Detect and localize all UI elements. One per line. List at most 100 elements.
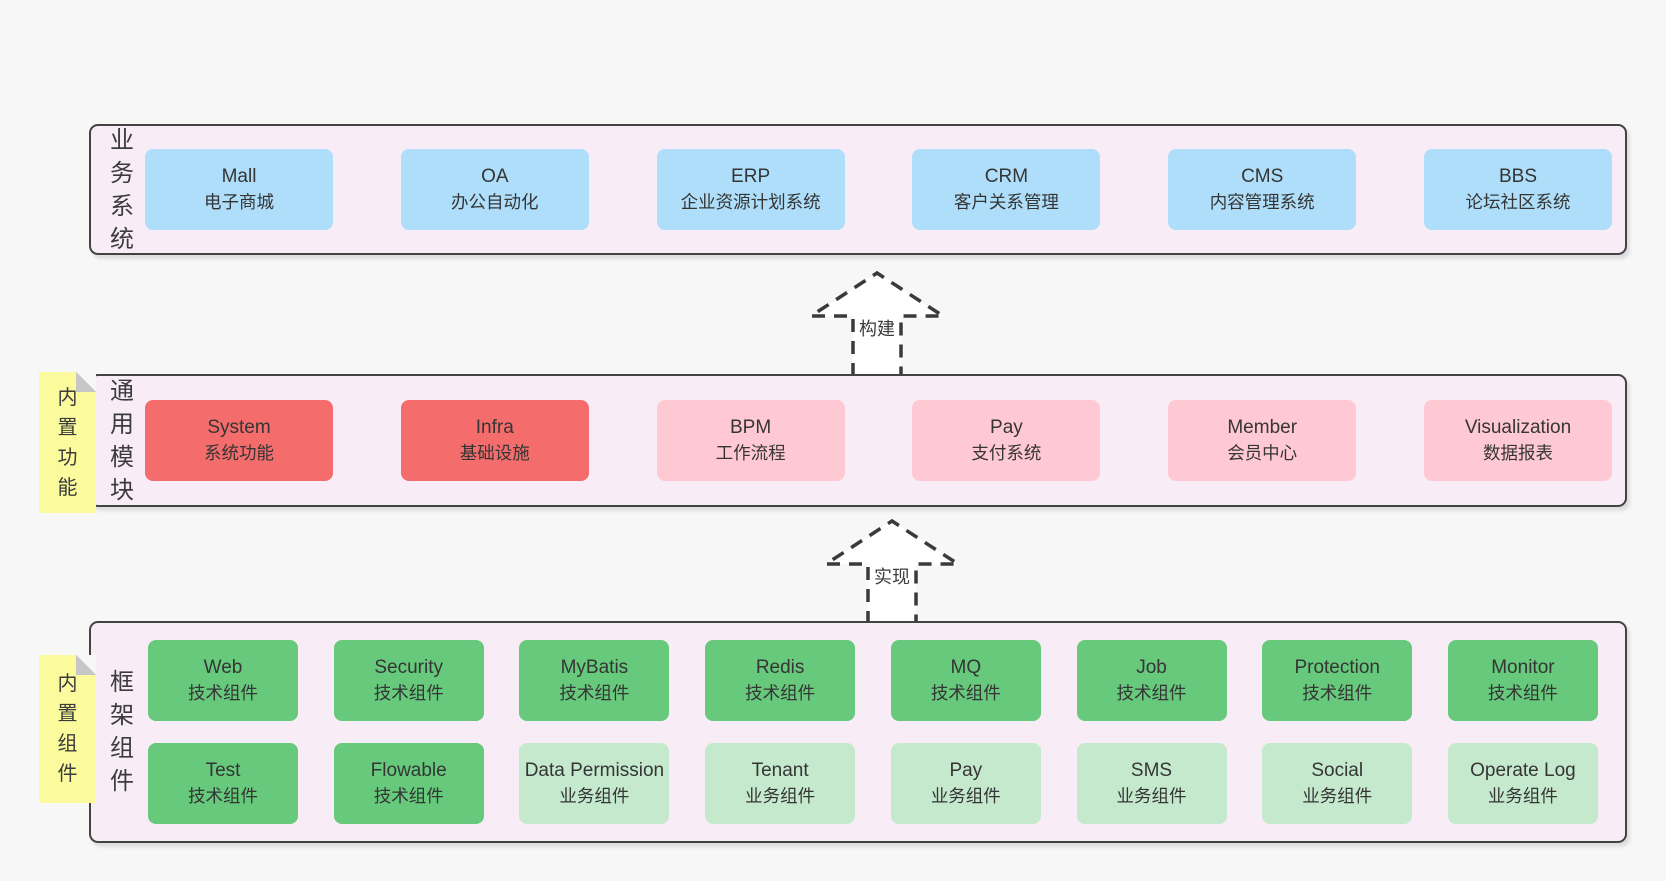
- folded-corner-icon: [76, 655, 96, 675]
- arrow-label: 构建: [856, 314, 898, 342]
- component-subtitle: 支付系统: [971, 443, 1042, 463]
- component-subtitle: 技术组件: [1487, 683, 1558, 703]
- component-title: BPM: [730, 417, 772, 438]
- component-subtitle: 业务组件: [1116, 786, 1187, 806]
- component-subtitle: 技术组件: [373, 786, 444, 806]
- component-title: MyBatis: [560, 657, 629, 678]
- component-title: Pay: [990, 417, 1023, 438]
- component-box-erp: ERP 企业资源计划系统: [656, 149, 845, 230]
- component-subtitle: 业务组件: [1302, 786, 1373, 806]
- component-box-monitor: Monitor 技术组件: [1447, 640, 1598, 721]
- component-subtitle: 技术组件: [1302, 683, 1373, 703]
- arrow-build: 构建: [805, 270, 949, 376]
- band-framework-components: 框架组件 Web 技术组件 Security 技术组件 MyBatis 技术组件 Redis…: [89, 621, 1627, 843]
- component-title: Job: [1136, 657, 1167, 678]
- component-box-tenant: Tenant 业务组件: [705, 743, 856, 824]
- band-label-column: 通用模块: [99, 376, 145, 505]
- component-box-bbs: BBS 论坛社区系统: [1423, 149, 1612, 230]
- band-rows: System 系统功能 Infra 基础设施 BPM 工作流程 Pay 支付系统 Member 会…: [145, 376, 1612, 505]
- component-box-test: Test 技术组件: [148, 743, 298, 824]
- arrow-implement: 实现: [820, 518, 964, 624]
- component-box-security: Security 技术组件: [333, 640, 484, 721]
- component-subtitle: 论坛社区系统: [1465, 192, 1571, 212]
- component-box-job: Job 技术组件: [1076, 640, 1227, 721]
- component-subtitle: 基础设施: [459, 443, 530, 463]
- component-subtitle: 客户关系管理: [953, 192, 1059, 212]
- component-title: System: [207, 417, 271, 438]
- component-title: CMS: [1241, 166, 1284, 187]
- component-title: Monitor: [1491, 657, 1555, 678]
- component-box-mybatis: MyBatis 技术组件: [519, 640, 670, 721]
- component-title: Infra: [475, 417, 514, 438]
- component-subtitle: 技术组件: [373, 683, 444, 703]
- component-subtitle: 企业资源计划系统: [680, 192, 821, 212]
- band-label: 通用模块: [110, 377, 134, 504]
- component-title: Test: [205, 760, 241, 781]
- note-text: 内置组件: [57, 673, 78, 785]
- component-row: System 系统功能 Infra 基础设施 BPM 工作流程 Pay 支付系统 Member 会…: [145, 400, 1612, 481]
- component-box-social: Social 业务组件: [1262, 743, 1413, 824]
- component-subtitle: 数据报表: [1482, 443, 1553, 463]
- component-subtitle: 技术组件: [188, 683, 258, 703]
- component-title: Web: [203, 657, 243, 678]
- component-subtitle: 办公自动化: [451, 192, 539, 212]
- component-box-flowable: Flowable 技术组件: [333, 743, 484, 824]
- component-title: Data Permission: [524, 760, 665, 781]
- arrow-label: 实现: [871, 562, 913, 590]
- component-box-pay: Pay 支付系统: [912, 400, 1101, 481]
- sticky-note-builtin-components: 内置组件: [39, 655, 96, 803]
- component-box-infra: Infra 基础设施: [400, 400, 589, 481]
- component-box-bpm: BPM 工作流程: [656, 400, 845, 481]
- component-title: Visualization: [1464, 417, 1572, 438]
- component-box-oa: OA 办公自动化: [400, 149, 589, 230]
- component-box-web: Web 技术组件: [148, 640, 298, 721]
- component-subtitle: 工作流程: [715, 443, 786, 463]
- component-title: BBS: [1498, 166, 1537, 187]
- component-title: Protection: [1294, 657, 1380, 678]
- component-box-protection: Protection 技术组件: [1262, 640, 1413, 721]
- note-text: 内置功能: [57, 386, 78, 499]
- component-title: Flowable: [370, 760, 447, 781]
- component-subtitle: 业务组件: [559, 786, 630, 806]
- sticky-note-builtin-features: 内置功能: [39, 372, 96, 513]
- component-title: Mall: [221, 166, 257, 187]
- component-box-data-permission: Data Permission 业务组件: [519, 743, 670, 824]
- folded-corner-icon: [76, 372, 96, 392]
- component-box-cms: CMS 内容管理系统: [1168, 149, 1357, 230]
- band-label-column: 业务系统: [99, 126, 145, 253]
- band-common-modules: 通用模块 System 系统功能 Infra 基础设施 BPM 工作流程 Pay 支付系统 Me…: [89, 374, 1627, 507]
- component-title: ERP: [731, 166, 771, 187]
- component-title: Member: [1227, 417, 1298, 438]
- component-title: CRM: [984, 166, 1029, 187]
- component-box-pay: Pay 业务组件: [890, 743, 1041, 824]
- component-box-mq: MQ 技术组件: [890, 640, 1041, 721]
- component-subtitle: 业务组件: [745, 786, 816, 806]
- band-label: 框架组件: [110, 669, 134, 795]
- component-subtitle: 技术组件: [188, 786, 258, 806]
- component-title: Social: [1311, 760, 1364, 781]
- component-box-visualization: Visualization 数据报表: [1423, 400, 1612, 481]
- component-subtitle: 技术组件: [930, 683, 1001, 703]
- component-title: Tenant: [751, 760, 809, 781]
- component-title: Pay: [949, 760, 983, 781]
- component-box-crm: CRM 客户关系管理: [912, 149, 1101, 230]
- component-box-member: Member 会员中心: [1168, 400, 1357, 481]
- component-title: OA: [481, 166, 509, 187]
- component-subtitle: 技术组件: [559, 683, 630, 703]
- band-label: 业务系统: [110, 126, 134, 253]
- component-title: SMS: [1130, 760, 1173, 781]
- component-subtitle: 内容管理系统: [1209, 192, 1315, 212]
- component-subtitle: 会员中心: [1227, 443, 1298, 463]
- component-subtitle: 技术组件: [1116, 683, 1187, 703]
- component-subtitle: 业务组件: [930, 786, 1001, 806]
- component-title: Security: [374, 657, 444, 678]
- component-title: MQ: [950, 657, 982, 678]
- component-subtitle: 系统功能: [204, 443, 274, 463]
